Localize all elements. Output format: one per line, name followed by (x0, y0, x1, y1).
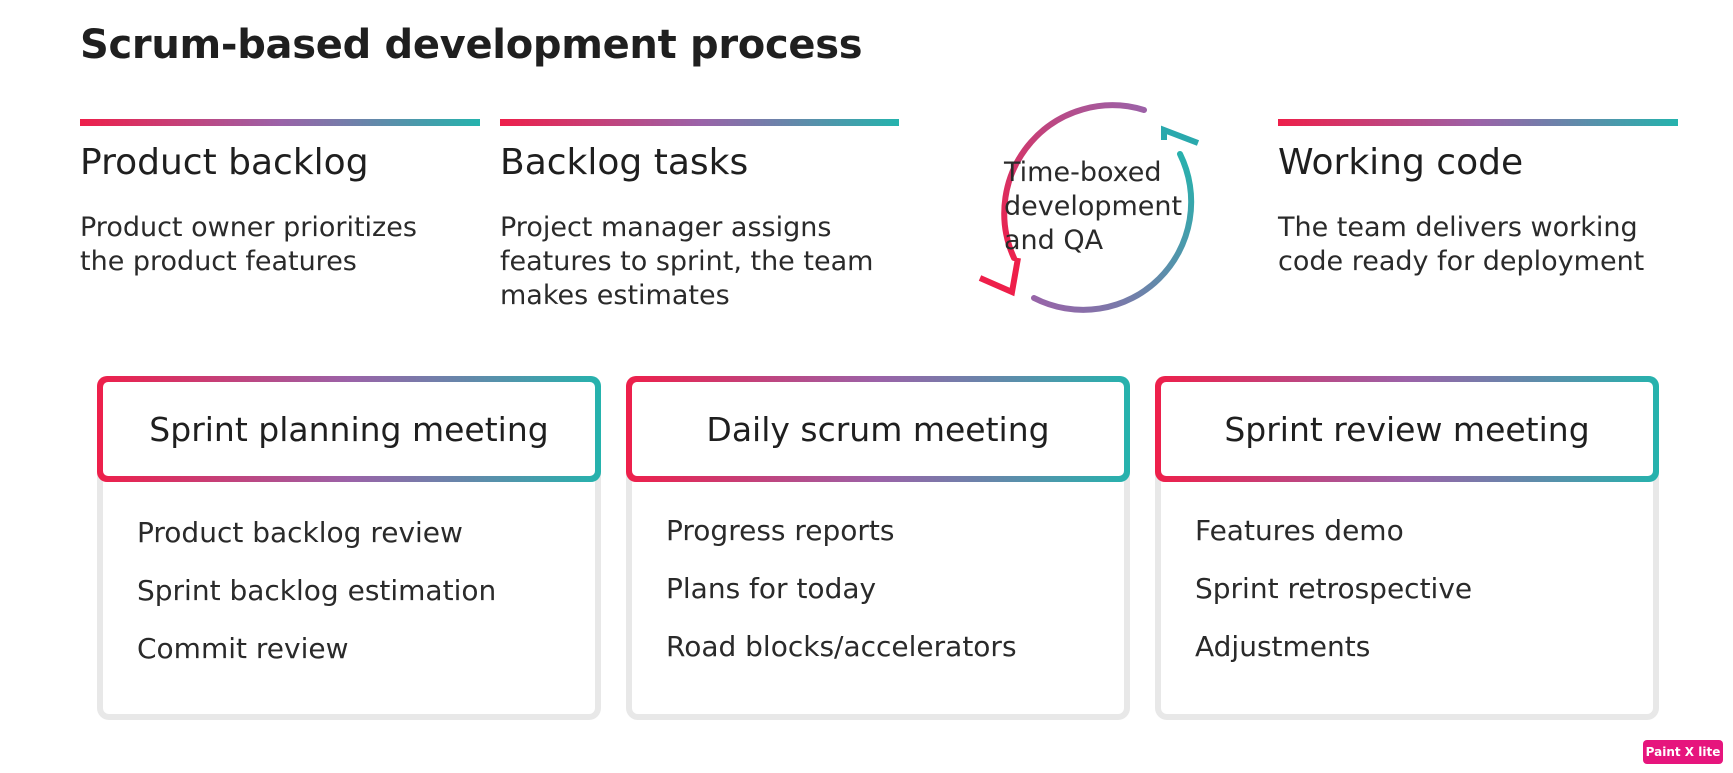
list-item: Commit review (137, 632, 349, 665)
column-description-product-backlog: Product owner prioritizes the product fe… (80, 212, 417, 277)
watermark-badge: Paint X lite (1643, 740, 1723, 764)
list-item: Product backlog review (137, 516, 463, 549)
meeting-card-header: Daily scrum meeting (626, 376, 1130, 482)
cycle-arrows-icon (978, 102, 1200, 313)
meeting-card-sprint-planning: Sprint planning meeting Product backlog … (97, 376, 601, 720)
list-item: Progress reports (666, 514, 895, 547)
meeting-card-sprint-review: Sprint review meeting Features demo Spri… (1155, 376, 1659, 720)
column-description-backlog-tasks: Project manager assigns features to spri… (500, 212, 874, 311)
meeting-item-list: Features demo Sprint retrospective Adjus… (1195, 502, 1472, 676)
column-bar-backlog-tasks (500, 119, 899, 126)
list-item: Adjustments (1195, 630, 1371, 663)
meeting-card-header: Sprint planning meeting (97, 376, 601, 482)
column-heading-product-backlog: Product backlog (80, 142, 369, 183)
meeting-title: Sprint planning meeting (103, 382, 595, 476)
column-description-working-code: The team delivers working code ready for… (1278, 212, 1645, 277)
meeting-item-list: Product backlog review Sprint backlog es… (137, 504, 496, 678)
meeting-card-header: Sprint review meeting (1155, 376, 1659, 482)
column-bar-product-backlog (80, 119, 480, 126)
meeting-card-daily-scrum: Daily scrum meeting Progress reports Pla… (626, 376, 1130, 720)
meeting-title: Daily scrum meeting (632, 382, 1124, 476)
list-item: Road blocks/accelerators (666, 630, 1017, 663)
column-bar-working-code (1278, 119, 1678, 126)
column-heading-working-code: Working code (1278, 142, 1524, 183)
page-title: Scrum-based development process (80, 22, 863, 68)
list-item: Plans for today (666, 572, 877, 605)
meeting-item-list: Progress reports Plans for today Road bl… (666, 502, 1017, 676)
cycle-label: Time-boxed development and QA (1004, 157, 1183, 256)
list-item: Features demo (1195, 514, 1404, 547)
meeting-title: Sprint review meeting (1161, 382, 1653, 476)
column-heading-backlog-tasks: Backlog tasks (500, 142, 749, 183)
list-item: Sprint retrospective (1195, 572, 1473, 605)
list-item: Sprint backlog estimation (137, 574, 497, 607)
